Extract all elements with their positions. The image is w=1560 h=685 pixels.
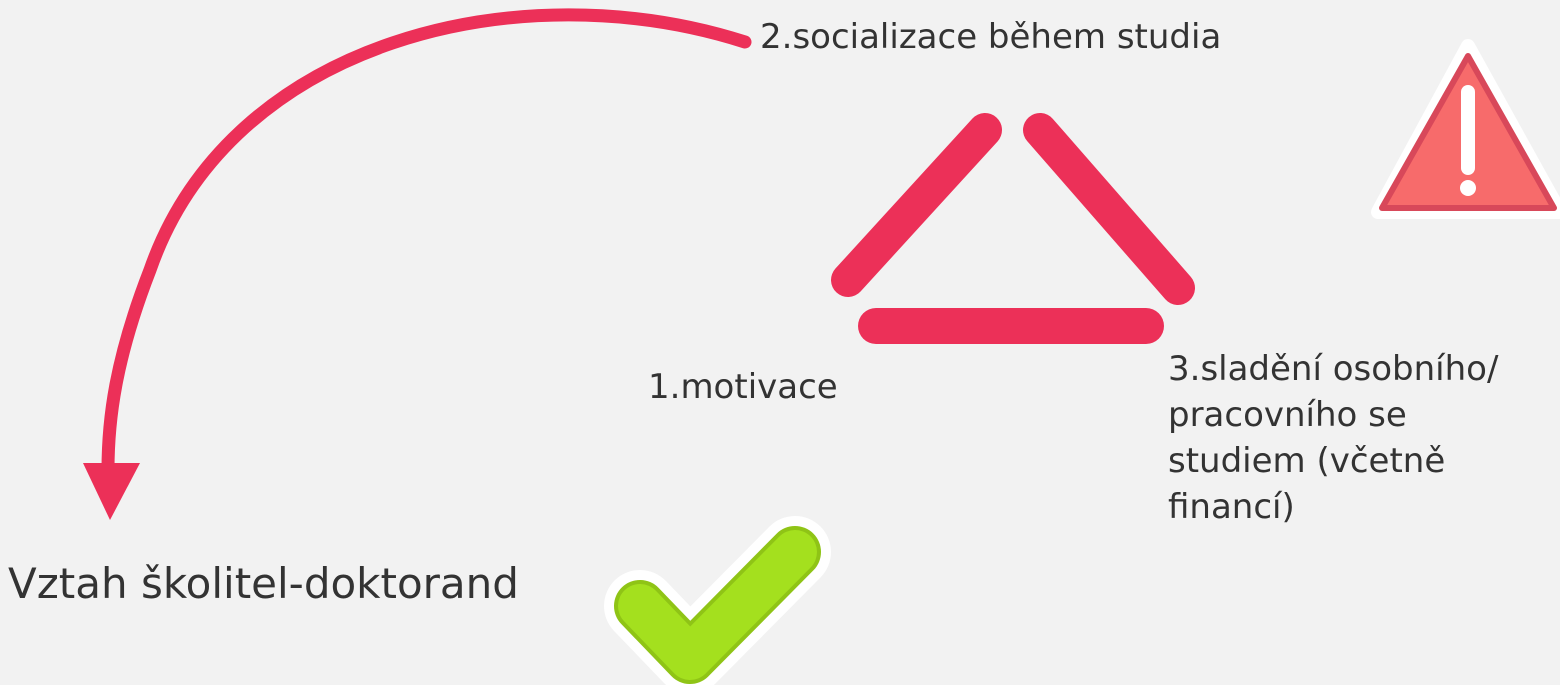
curved-arrow-line — [101, 8, 752, 477]
warning-triangle-icon — [1371, 39, 1560, 219]
triangle-diagram — [831, 113, 1195, 344]
sladeni-label-line: pracovního se — [1168, 395, 1407, 435]
sladeni-label-line: financí) — [1168, 487, 1295, 527]
triangle-left-side — [831, 113, 1002, 297]
socializace-label: 2.socializace během studia — [760, 17, 1222, 57]
triangle-right-side — [1023, 113, 1195, 305]
checkmark-icon — [604, 516, 831, 685]
sladeni-label-line: 3.sladění osobního/ — [1168, 349, 1499, 389]
curved-arrow-head — [83, 463, 140, 520]
vztah-label: Vztah školitel-doktorand — [8, 559, 519, 608]
curved-arrow — [83, 8, 752, 520]
warning-exclamation-dot — [1460, 180, 1476, 196]
sladeni-label-line: studiem (včetně — [1168, 441, 1446, 481]
sladeni-label: 3.sladění osobního/ pracovního se studie… — [1168, 346, 1558, 530]
motivace-label: 1.motivace — [648, 367, 838, 407]
